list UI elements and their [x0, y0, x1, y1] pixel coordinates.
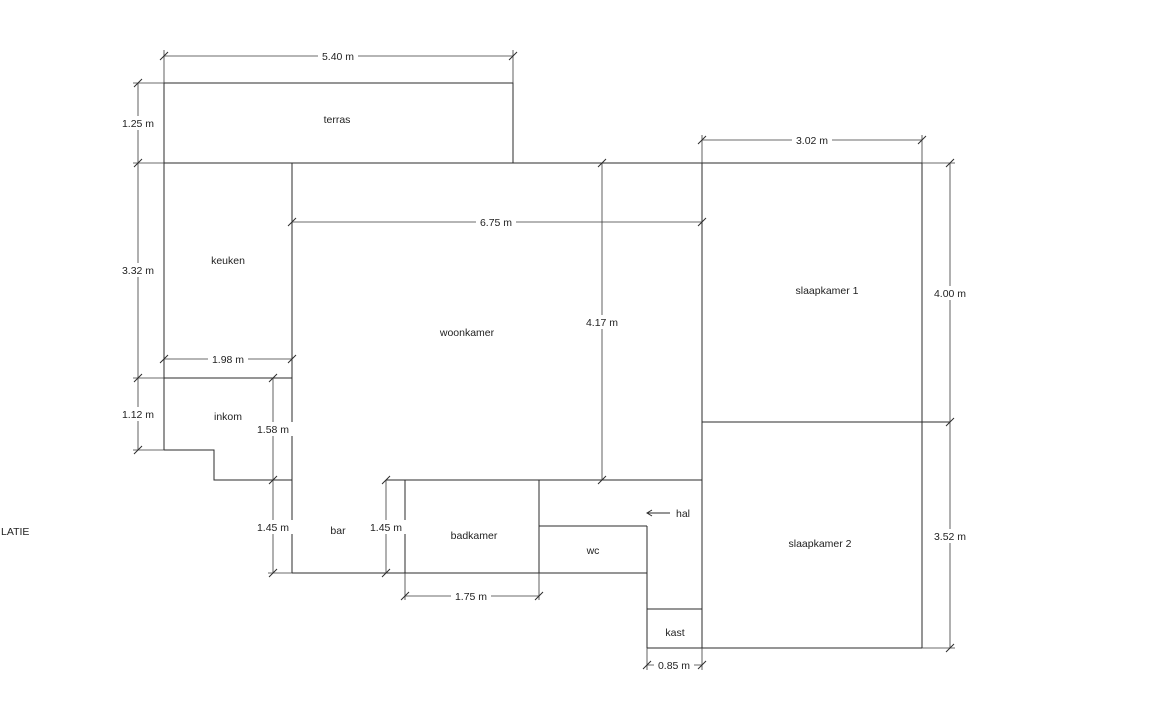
- hal-arrow-head: [646, 509, 653, 517]
- dim-woonkamer-depth: 4.17 m: [586, 317, 618, 329]
- dim-slaapkamer1-width: 3.02 m: [796, 135, 828, 147]
- dim-terras-depth: 1.25 m: [122, 118, 154, 130]
- side-label: LATIE: [1, 526, 29, 538]
- room-slaapkamer2: slaapkamer 2: [788, 538, 851, 550]
- room-kast: kast: [665, 627, 684, 639]
- dimension-labels: 5.40 m 1.25 m 3.02 m 3.32 m 6.75 m 4.17 …: [118, 49, 970, 672]
- dim-keuken-depth: 3.32 m: [122, 265, 154, 277]
- dim-badkamer-depth: 1.45 m: [370, 522, 402, 534]
- room-keuken: keuken: [211, 255, 245, 267]
- dim-slaapkamer2-depth: 3.52 m: [934, 531, 966, 543]
- room-woonkamer: woonkamer: [439, 327, 495, 339]
- dim-woonkamer-width: 6.75 m: [480, 217, 512, 229]
- walls: [163, 82, 950, 649]
- dim-terras-width: 5.40 m: [322, 51, 354, 63]
- dim-kast-width: 0.85 m: [658, 660, 690, 672]
- room-slaapkamer1: slaapkamer 1: [795, 285, 858, 297]
- room-wc: wc: [586, 545, 600, 557]
- dim-inkom-depth: 1.12 m: [122, 409, 154, 421]
- dim-keuken-width: 1.98 m: [212, 354, 244, 366]
- dim-slaapkamer1-depth: 4.00 m: [934, 288, 966, 300]
- dim-badkamer-width: 1.75 m: [455, 591, 487, 603]
- room-badkamer: badkamer: [451, 530, 498, 542]
- dim-inkom-height: 1.58 m: [257, 424, 289, 436]
- room-inkom: inkom: [214, 411, 242, 423]
- room-hal: hal: [676, 508, 690, 520]
- inkom-step-wall: [164, 449, 292, 481]
- dim-bar-depth: 1.45 m: [257, 522, 289, 534]
- room-terras: terras: [324, 114, 351, 126]
- room-bar: bar: [330, 525, 346, 537]
- room-labels: terras keuken woonkamer slaapkamer 1 ink…: [211, 114, 859, 639]
